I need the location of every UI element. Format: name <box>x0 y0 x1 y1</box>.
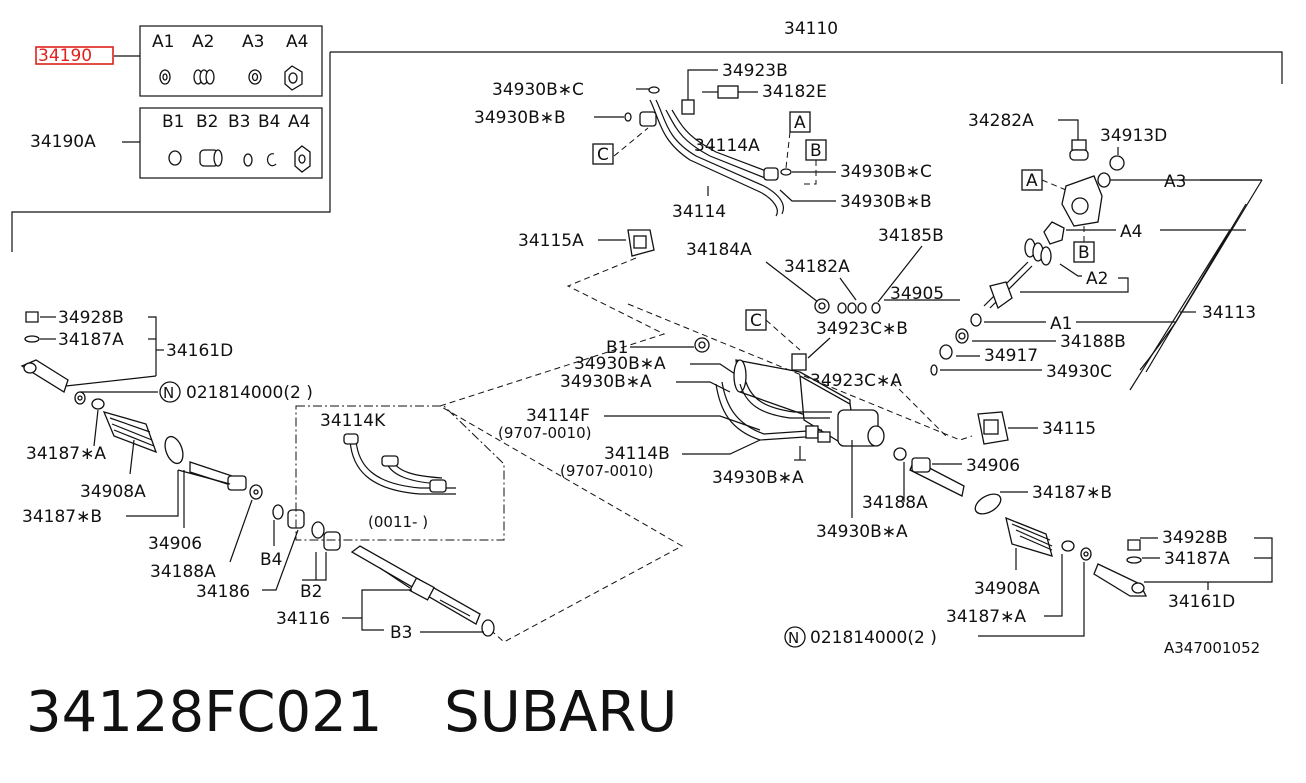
ref-34182E[interactable]: 34182E <box>762 82 827 102</box>
brand-name: SUBARU <box>444 680 678 745</box>
kit-b-item-4: B4 <box>258 112 280 132</box>
ref-34186[interactable]: 34186 <box>196 582 250 602</box>
callout-box-A-mid: A <box>794 113 806 133</box>
kit-a-item-4: A4 <box>286 32 308 52</box>
ref-34928B-right[interactable]: 34928B <box>1162 528 1228 548</box>
callout-box-C-top: C <box>597 145 609 165</box>
ref-nut-left[interactable]: 021814000(2 ) <box>186 383 313 403</box>
part-caption: 34128FC021 SUBARU <box>26 680 677 745</box>
ref-34908A-right[interactable]: 34908A <box>974 579 1040 599</box>
ref-34110: 34110 <box>784 19 838 39</box>
ref-34114K[interactable]: 34114K <box>320 411 386 431</box>
callout-box-B-right: B <box>1078 243 1090 263</box>
ref-B1[interactable]: B1 <box>606 338 628 358</box>
boot-icon <box>102 411 158 454</box>
ref-34187SA-left[interactable]: 34187∗A <box>26 444 106 464</box>
ref-34930C[interactable]: 34930C <box>1046 362 1112 382</box>
kit-a-item-2: A2 <box>192 32 214 52</box>
ref-A3[interactable]: A3 <box>1164 172 1186 192</box>
kit-b-item-1: B1 <box>162 112 184 132</box>
ref-34185B[interactable]: 34185B <box>878 226 944 246</box>
ref-nut-right[interactable]: 021814000(2 ) <box>810 628 937 648</box>
drawing-number: A347001052 <box>1164 639 1260 657</box>
callout-box-C-mid: C <box>750 311 762 331</box>
ref-B3[interactable]: B3 <box>390 623 412 643</box>
kit-b-item-5: A4 <box>288 112 310 132</box>
highlight-box <box>35 46 114 65</box>
ref-34930BA-1[interactable]: 34930B∗A <box>574 354 666 374</box>
callout-box-A-right: A <box>1026 171 1038 191</box>
ref-34114B[interactable]: 34114B <box>604 444 670 464</box>
ref-34190A[interactable]: 34190A <box>30 132 96 152</box>
ref-34930BA-2[interactable]: 34930B∗A <box>560 372 652 392</box>
ref-34905[interactable]: 34905 <box>890 284 944 304</box>
ref-34923CB[interactable]: 34923C∗B <box>816 319 908 339</box>
nut-symbol-left: N <box>163 384 174 402</box>
ref-34923B[interactable]: 34923B <box>722 61 788 81</box>
rack-bar <box>350 545 481 625</box>
ref-34930BA-4[interactable]: 34930B∗A <box>816 522 908 542</box>
seal-icon <box>1024 238 1052 266</box>
ref-34906-right[interactable]: 34906 <box>966 456 1020 476</box>
ref-A4[interactable]: A4 <box>1120 222 1142 242</box>
ref-34187B-left[interactable]: 34187∗B <box>22 507 102 527</box>
ref-34187SA-right[interactable]: 34187∗A <box>946 607 1026 627</box>
ref-34161D-left[interactable]: 34161D <box>166 341 233 361</box>
ref-34913D[interactable]: 34913D <box>1100 126 1167 146</box>
ref-34930BA-3[interactable]: 34930B∗A <box>712 468 804 488</box>
ref-34115[interactable]: 34115 <box>1042 419 1096 439</box>
steering-gearbox <box>733 353 885 447</box>
ref-B2[interactable]: B2 <box>300 582 322 602</box>
ref-34114F[interactable]: 34114F <box>526 406 590 426</box>
ref-0011: (0011- ) <box>368 513 428 531</box>
ref-34928B-left[interactable]: 34928B <box>58 308 124 328</box>
ref-34116[interactable]: 34116 <box>276 609 330 629</box>
ref-34906-left[interactable]: 34906 <box>148 534 202 554</box>
ref-9707-0010-b: (9707-0010) <box>560 462 653 480</box>
ref-34187A-right[interactable]: 34187A <box>1164 549 1230 569</box>
ref-34930BC-mid[interactable]: 34930B∗C <box>840 162 932 182</box>
ref-34188A-right[interactable]: 34188A <box>862 493 928 513</box>
ref-34184A[interactable]: 34184A <box>686 240 752 260</box>
ref-9707-0010-a: (9707-0010) <box>498 424 591 442</box>
ref-34114A[interactable]: 34114A <box>694 136 760 156</box>
ref-34187B-right[interactable]: 34187∗B <box>1032 483 1112 503</box>
ref-34930BB-mid[interactable]: 34930B∗B <box>840 192 932 212</box>
kit-b-item-3: B3 <box>228 112 250 132</box>
ref-34908A-left[interactable]: 34908A <box>80 482 146 502</box>
ref-34930BB-top[interactable]: 34930B∗B <box>474 108 566 128</box>
ref-34115A[interactable]: 34115A <box>518 231 584 251</box>
ref-34187A-left[interactable]: 34187A <box>58 330 124 350</box>
ref-34188B[interactable]: 34188B <box>1060 332 1126 352</box>
ref-A1[interactable]: A1 <box>1050 314 1072 334</box>
ref-34923CA[interactable]: 34923C∗A <box>810 371 902 391</box>
ref-A2[interactable]: A2 <box>1086 269 1108 289</box>
kit-b-item-2: B2 <box>196 112 218 132</box>
part-number: 34128FC021 <box>26 680 383 745</box>
seal-icon <box>193 69 215 85</box>
ref-34282A[interactable]: 34282A <box>968 111 1034 131</box>
ref-34182A[interactable]: 34182A <box>784 257 850 277</box>
ref-34188A-left[interactable]: 34188A <box>150 562 216 582</box>
boot-icon <box>1005 516 1053 557</box>
ref-B4[interactable]: B4 <box>260 550 282 570</box>
callout-box-B-mid: B <box>810 141 822 161</box>
ref-34161D-right[interactable]: 34161D <box>1168 592 1235 612</box>
kit-a-item-3: A3 <box>242 32 264 52</box>
ref-34917[interactable]: 34917 <box>984 346 1038 366</box>
kit-a-item-1: A1 <box>152 32 174 52</box>
ref-34114[interactable]: 34114 <box>672 202 726 222</box>
ref-34113[interactable]: 34113 <box>1202 303 1256 323</box>
nut-symbol-right: N <box>788 629 799 647</box>
ref-34930BC-top[interactable]: 34930B∗C <box>492 80 584 100</box>
ref-34190-highlighted[interactable]: 34190 <box>38 46 92 66</box>
